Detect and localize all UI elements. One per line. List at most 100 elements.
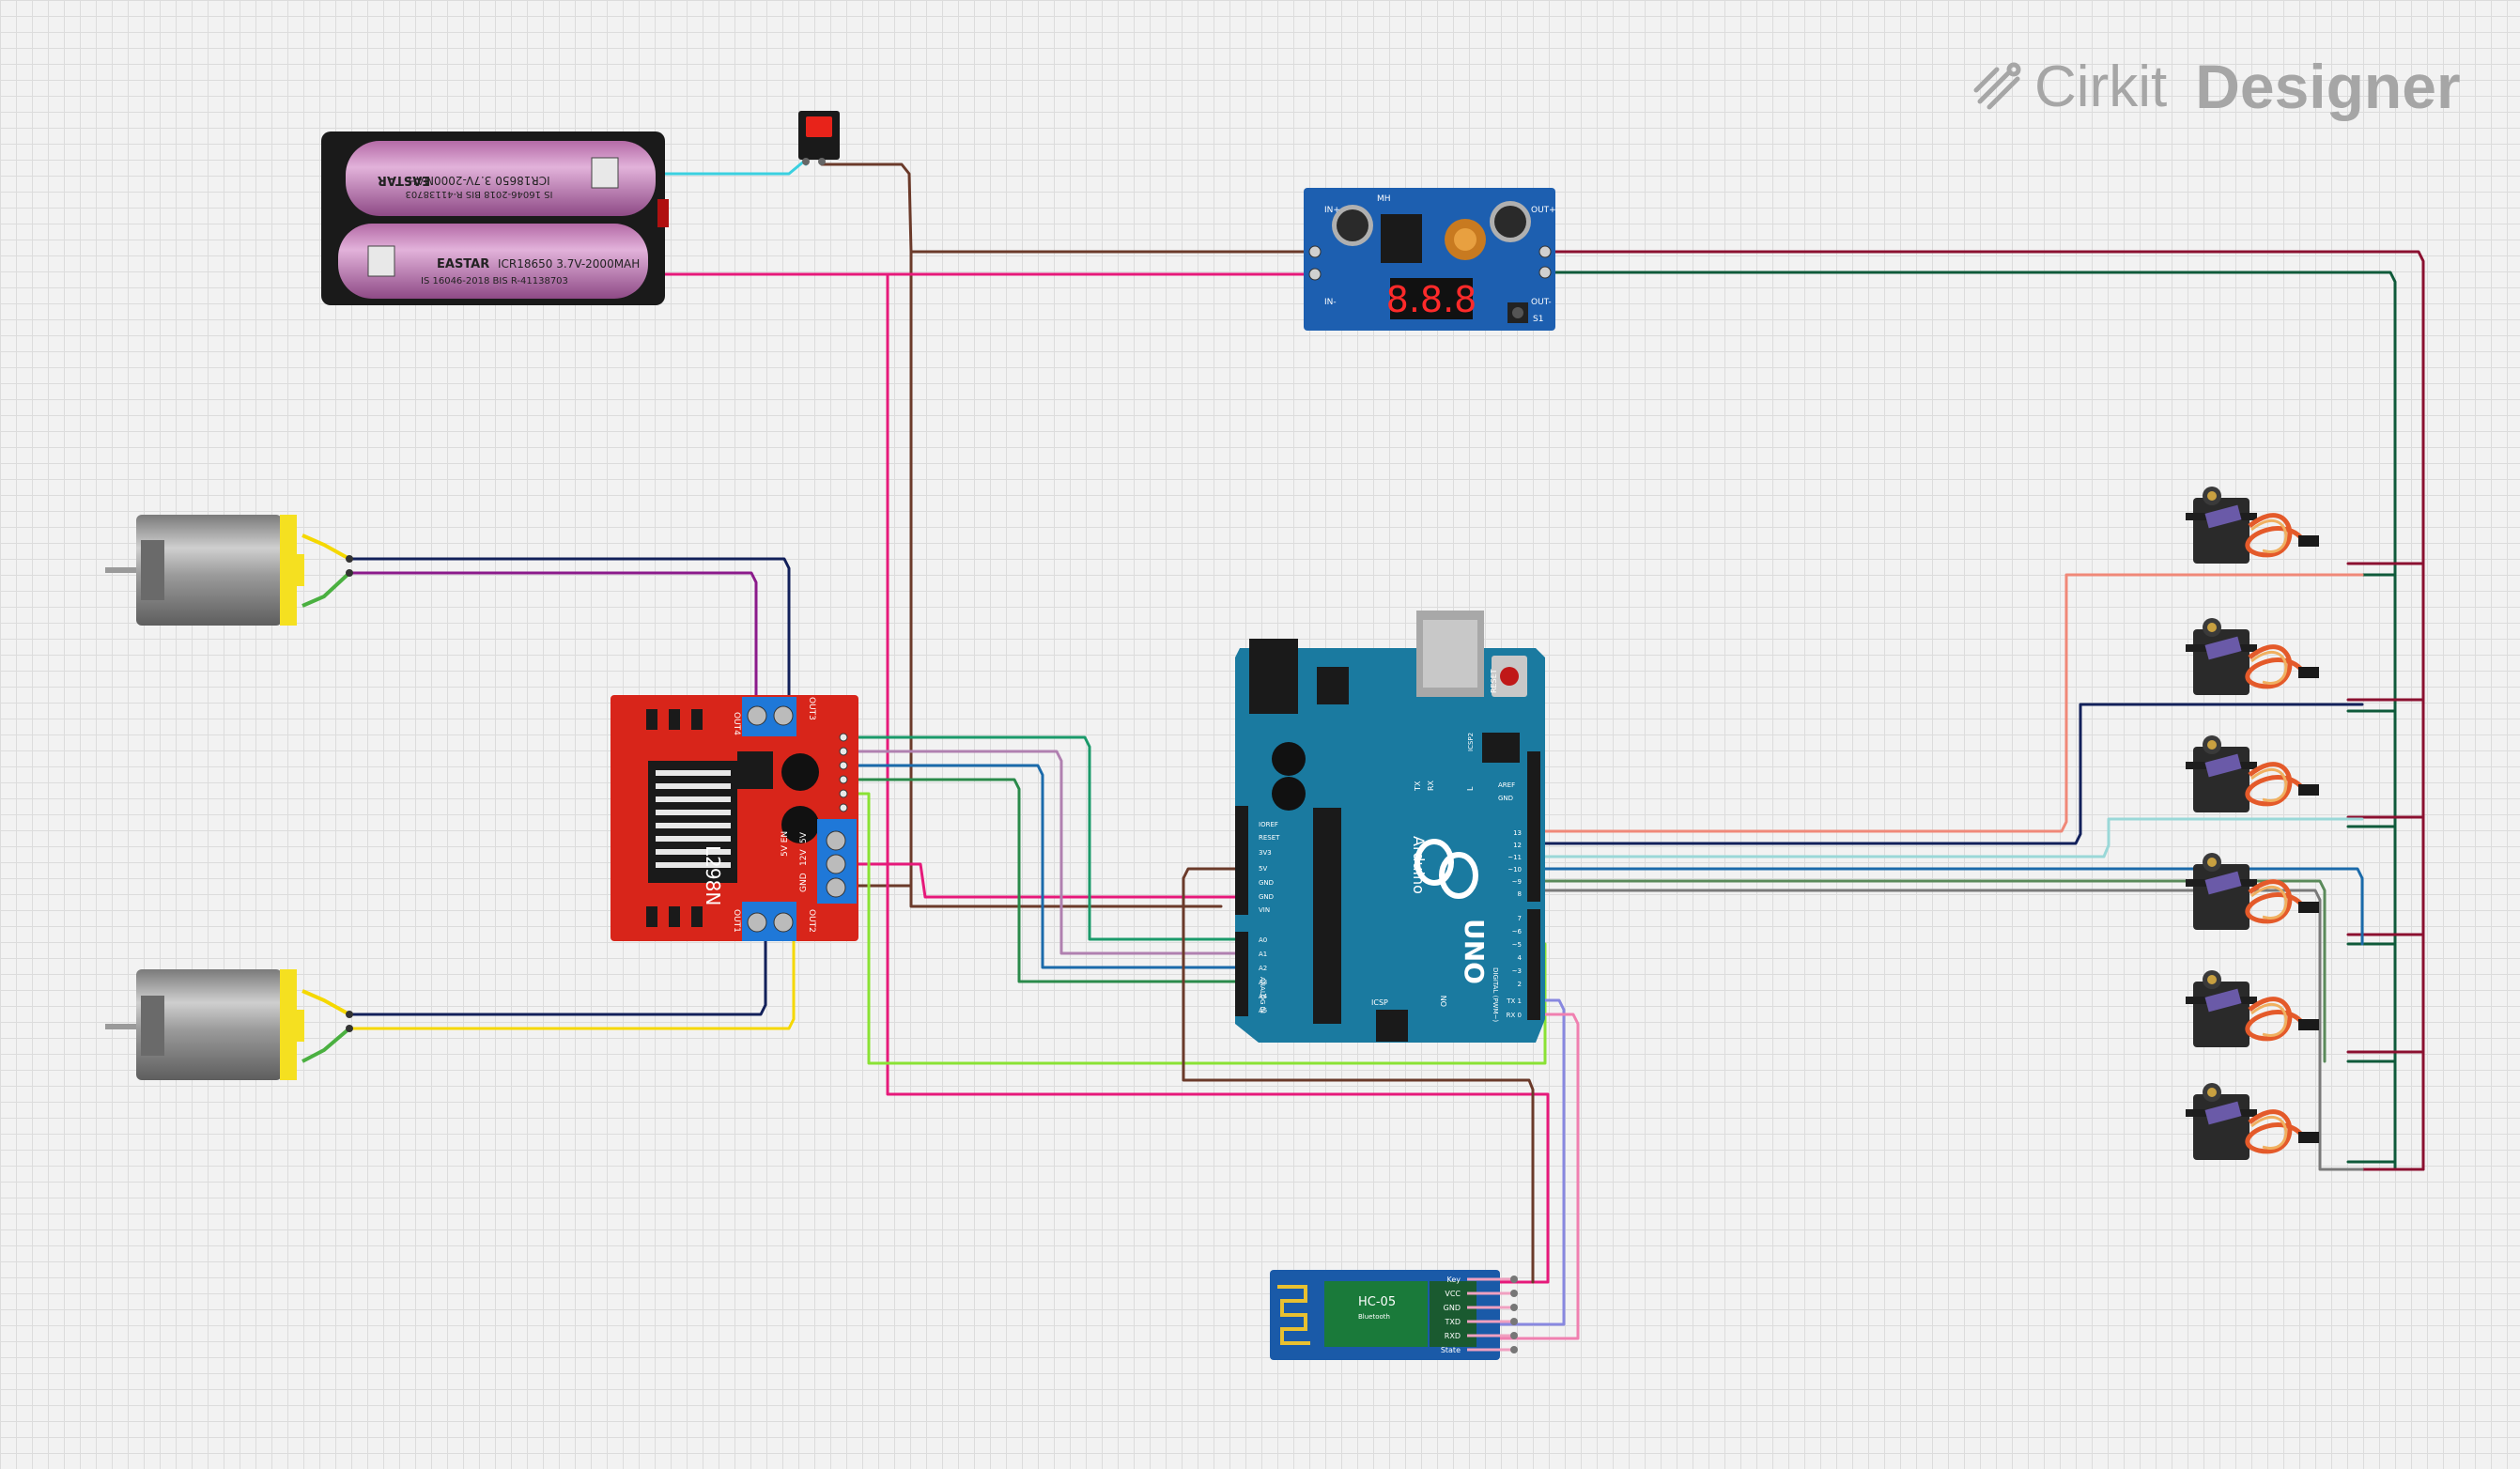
arduino-aref-label: AREF bbox=[1498, 781, 1515, 789]
wire-servo1-signal bbox=[1520, 573, 2364, 833]
wire-buck-out-plus bbox=[1553, 250, 2425, 1171]
hc05-rxd-label: RXD bbox=[1445, 1332, 1461, 1340]
hc05-model-label: HC-05 bbox=[1358, 1295, 1396, 1309]
pin-5-label: ~5 bbox=[1512, 941, 1522, 949]
voltage-display: 8.8.8 bbox=[1386, 279, 1477, 320]
pin-reset-label: RESET bbox=[1259, 834, 1280, 842]
pin-a4-label: A4 bbox=[1259, 993, 1268, 1000]
arduino-brand-label: Arduino bbox=[1410, 836, 1428, 894]
wire-buck-out-minus bbox=[1553, 271, 2397, 1171]
reset-button[interactable] bbox=[1500, 667, 1519, 686]
l298n-gnd-label: GND bbox=[799, 873, 809, 892]
pin-6-label: ~6 bbox=[1512, 928, 1523, 936]
battery-cell-2-brand: EASTAR bbox=[437, 257, 489, 271]
arduino-digital-label: DIGITAL (PWM~) bbox=[1492, 967, 1499, 1022]
pin-12-label: 12 bbox=[1513, 842, 1522, 849]
hc05-key-label: Key bbox=[1446, 1276, 1461, 1284]
s1-button[interactable] bbox=[1512, 307, 1523, 318]
hc05-gnd-label: GND bbox=[1444, 1304, 1461, 1312]
buck-converter-xl4015[interactable]: 8.8.8 IN+ IN- OUT+ OUT- MH S1 bbox=[1304, 188, 1556, 331]
wire-servo4-signal bbox=[1520, 867, 2364, 946]
pin-a3-label: A3 bbox=[1259, 979, 1267, 986]
pin-4-label: 4 bbox=[1518, 954, 1523, 962]
pin-7-label: 7 bbox=[1518, 915, 1522, 922]
pin-2-label: 2 bbox=[1518, 981, 1522, 988]
l298n-12v-label: 12V bbox=[799, 849, 809, 866]
pin-gnd2-label: GND bbox=[1259, 893, 1274, 901]
pin-a0-label: A0 bbox=[1259, 936, 1267, 944]
buck-in-minus-label: IN- bbox=[1324, 298, 1337, 307]
arduino-l-led-label: L bbox=[1466, 786, 1475, 791]
wire-in4 bbox=[842, 778, 1242, 983]
arduino-rx-led-label: RX bbox=[1427, 780, 1435, 791]
battery-cell-2: EASTAR ICR18650 3.7V-2000MAH IS 16046-20… bbox=[338, 224, 648, 299]
l298n-5v-label: 5V bbox=[799, 831, 809, 843]
servo-motor-6[interactable] bbox=[2186, 1083, 2319, 1160]
dc-motor-2[interactable] bbox=[105, 969, 353, 1080]
wire-motor1-b bbox=[348, 571, 758, 702]
arduino-uno[interactable]: RESET UNO Arduino TX RX L ON ICSP2 ICSP … bbox=[1235, 611, 1545, 1043]
arduino-reset-label: RESET bbox=[1490, 669, 1498, 693]
pin-gnd1-label: GND bbox=[1259, 879, 1274, 887]
wire-battery-switch bbox=[663, 158, 808, 176]
servo-motor-5[interactable] bbox=[2186, 970, 2319, 1047]
l298n-chip-label: L298N bbox=[702, 845, 724, 905]
battery-cell-2-sub: IS 16046-2018 BIS R-41138703 bbox=[421, 276, 568, 286]
wire-motor1-a bbox=[348, 557, 791, 702]
wire-motor2-a bbox=[348, 937, 767, 1016]
pin-11-label: ~11 bbox=[1507, 854, 1522, 861]
pin-a1-label: A1 bbox=[1259, 951, 1267, 958]
servo-motor-3[interactable] bbox=[2186, 735, 2319, 812]
servo-motor-1[interactable] bbox=[2186, 487, 2319, 564]
battery-cell-1: ICR18650 3.7V-2000MAH EASTAR IS 16046-20… bbox=[346, 141, 656, 216]
l298n-out2-label: OUT2 bbox=[807, 909, 816, 933]
arduino-model-label: UNO bbox=[1459, 919, 1490, 984]
pin-13-label: 13 bbox=[1513, 829, 1522, 837]
battery-cell-1-sub: IS 16046-2018 BIS R-41138703 bbox=[406, 189, 553, 199]
hc05-vcc-label: VCC bbox=[1445, 1290, 1461, 1298]
pin-ioref-label: IOREF bbox=[1259, 821, 1278, 828]
servo-motor-2[interactable] bbox=[2186, 618, 2319, 695]
pin-9-label: ~9 bbox=[1512, 878, 1522, 886]
wire-5v-hc05 bbox=[1182, 867, 1535, 1284]
buck-out-plus-label: OUT+ bbox=[1531, 206, 1556, 215]
wire-servo3-signal bbox=[1520, 817, 2364, 858]
l298n-motor-driver[interactable]: L298N OUT4 OUT3 OUT1 OUT2 12V GND 5V 5V … bbox=[611, 695, 858, 941]
arduino-analog-label: ANALOG IN bbox=[1259, 977, 1266, 1013]
wire-in3 bbox=[842, 764, 1242, 969]
pin-tx1-label: TX 1 bbox=[1506, 997, 1522, 1005]
arduino-logo bbox=[1415, 839, 1478, 899]
arduino-tx-led-label: TX bbox=[1414, 781, 1422, 792]
arduino-icsp2-label: ICSP2 bbox=[1467, 733, 1475, 751]
wire-servo5-signal bbox=[1520, 879, 2327, 1063]
l298n-out1-label: OUT1 bbox=[732, 909, 741, 933]
pin-10-label: ~10 bbox=[1507, 866, 1522, 874]
arduino-gnd-label: GND bbox=[1498, 795, 1513, 802]
hc05-sub-label: Bluetooth bbox=[1358, 1313, 1390, 1321]
pin-5v-label: 5V bbox=[1259, 865, 1267, 873]
buck-in-plus-label: IN+ bbox=[1324, 206, 1340, 215]
l298n-out4-label: OUT4 bbox=[732, 712, 741, 735]
pin-8-label: 8 bbox=[1518, 890, 1522, 898]
hc05-txd-label: TXD bbox=[1444, 1318, 1461, 1326]
hc05-bluetooth-module[interactable]: HC-05 Bluetooth Key VCC GND TXD RXD Stat… bbox=[1270, 1270, 1518, 1360]
pin-a2-label: A2 bbox=[1259, 965, 1267, 972]
wire-servo6-signal bbox=[1520, 889, 2364, 1171]
pin-3-label: ~3 bbox=[1512, 967, 1522, 975]
battery-cell-2-label: ICR18650 3.7V-2000MAH bbox=[498, 257, 640, 271]
rocker-switch[interactable] bbox=[798, 111, 840, 165]
wire-servo2-signal bbox=[1520, 703, 2364, 845]
brand-name: Cirkit bbox=[2034, 54, 2168, 119]
battery-cell-1-label: ICR18650 3.7V-2000MAH bbox=[408, 174, 549, 187]
dc-motor-1[interactable] bbox=[105, 515, 353, 626]
wire-in1 bbox=[842, 735, 1242, 941]
wire-brown-main bbox=[909, 250, 1223, 908]
l298n-en-label: 5V EN bbox=[781, 831, 790, 857]
pin-rx0-label: RX 0 bbox=[1507, 1012, 1522, 1019]
pin-a5-label: A5 bbox=[1259, 1007, 1267, 1014]
cirkit-logo-icon bbox=[1973, 62, 2021, 110]
cirkit-designer-logo: Cirkit Designer bbox=[1972, 49, 2461, 124]
wire-magenta-arduino bbox=[851, 862, 1242, 899]
battery-holder-2x18650[interactable]: ICR18650 3.7V-2000MAH EASTAR IS 16046-20… bbox=[321, 131, 669, 305]
